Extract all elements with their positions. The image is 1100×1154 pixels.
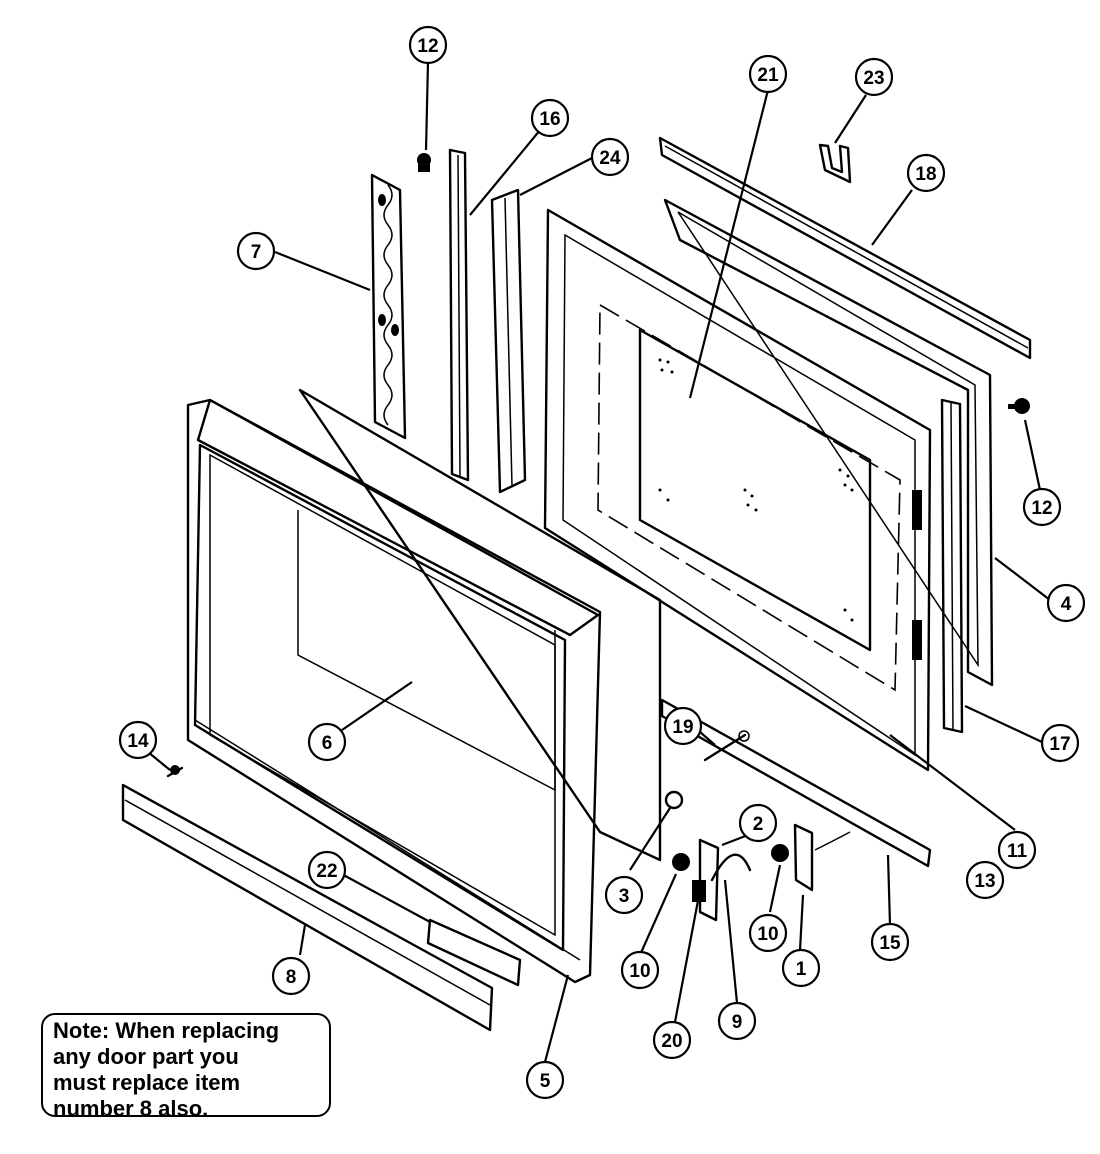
callout-15: 15 [870, 922, 910, 962]
callout-23: 23 [854, 57, 894, 97]
callout-21: 21 [748, 54, 788, 94]
callout-3: 3 [604, 875, 644, 915]
callout-20: 20 [652, 1020, 692, 1060]
callout-24: 24 [590, 137, 630, 177]
part-5-outer-door-frame [186, 398, 602, 984]
part-12-screw-top [417, 153, 431, 172]
svg-text:23: 23 [863, 68, 884, 89]
part-3-back-plate [298, 388, 662, 862]
callout-11: 11 [997, 830, 1037, 870]
svg-text:3: 3 [619, 886, 630, 907]
part-16-vertical-channel [448, 148, 470, 482]
part-17-side-channel [940, 398, 964, 734]
callout-17: 17 [1040, 723, 1080, 763]
svg-text:18: 18 [915, 164, 936, 185]
note-line-1: Note: When replacing [53, 1018, 280, 1043]
callout-8: 8 [271, 956, 311, 996]
svg-text:10: 10 [629, 961, 650, 982]
svg-text:21: 21 [757, 65, 779, 86]
part-4-door-liner [663, 198, 994, 687]
svg-text:2: 2 [753, 814, 764, 835]
callout-4: 4 [1046, 583, 1086, 623]
svg-text:7: 7 [251, 242, 262, 263]
callout-12-top: 12 [408, 25, 448, 65]
svg-text:15: 15 [879, 933, 901, 954]
svg-text:4: 4 [1061, 594, 1072, 615]
svg-text:1: 1 [796, 959, 807, 980]
callout-5: 5 [525, 1060, 565, 1100]
svg-text:22: 22 [316, 861, 337, 882]
callout-9: 9 [717, 1001, 757, 1041]
part-6-glass [209, 453, 556, 937]
svg-text:17: 17 [1049, 734, 1070, 755]
svg-text:19: 19 [672, 717, 693, 738]
svg-text:24: 24 [599, 148, 621, 169]
svg-text:13: 13 [974, 871, 995, 892]
part-23-clip [818, 143, 852, 184]
svg-text:10: 10 [757, 924, 778, 945]
callout-2: 2 [738, 803, 778, 843]
part-24-side-channel [490, 188, 527, 494]
svg-text:6: 6 [322, 733, 333, 754]
callout-14: 14 [118, 720, 158, 760]
small-parts [664, 790, 851, 922]
svg-text:12: 12 [417, 36, 438, 57]
callout-10-right: 10 [748, 913, 788, 953]
note-line-3: must replace item [53, 1070, 241, 1095]
svg-text:5: 5 [540, 1071, 551, 1092]
callout-18: 18 [906, 153, 946, 193]
window-dots [658, 358, 854, 622]
callout-1: 1 [781, 948, 821, 988]
part-14-screw [166, 765, 184, 778]
svg-text:8: 8 [286, 967, 297, 988]
svg-text:20: 20 [661, 1031, 682, 1052]
callout-22: 22 [307, 850, 347, 890]
part-8-bottom-trim [121, 783, 494, 1032]
callout-13: 13 [965, 860, 1005, 900]
callout-12-right: 12 [1022, 487, 1062, 527]
part-12-screw-right [1008, 398, 1030, 414]
note-line-2: any door part you [53, 1044, 239, 1069]
callout-16: 16 [530, 98, 570, 138]
svg-text:12: 12 [1031, 498, 1052, 519]
part-15-bottom-rail [660, 698, 932, 868]
part-19-pin [703, 730, 750, 762]
svg-text:14: 14 [127, 731, 149, 752]
part-7-hinge-strip [370, 173, 407, 440]
svg-text:11: 11 [1007, 841, 1028, 862]
part-18-top-gasket [658, 136, 1032, 360]
svg-text:9: 9 [732, 1012, 743, 1033]
callout-6: 6 [307, 722, 347, 762]
note-line-4: number 8 also. [53, 1096, 209, 1121]
callout-7: 7 [236, 231, 276, 271]
callout-10-left: 10 [620, 950, 660, 990]
leader-lines [147, 61, 1051, 1063]
svg-text:16: 16 [539, 109, 560, 130]
part-11-inner-door-panel [543, 208, 932, 772]
replacement-note: Note: When replacing any door part you m… [41, 1013, 331, 1121]
part-22-bracket [426, 918, 522, 987]
callout-19: 19 [663, 706, 703, 746]
